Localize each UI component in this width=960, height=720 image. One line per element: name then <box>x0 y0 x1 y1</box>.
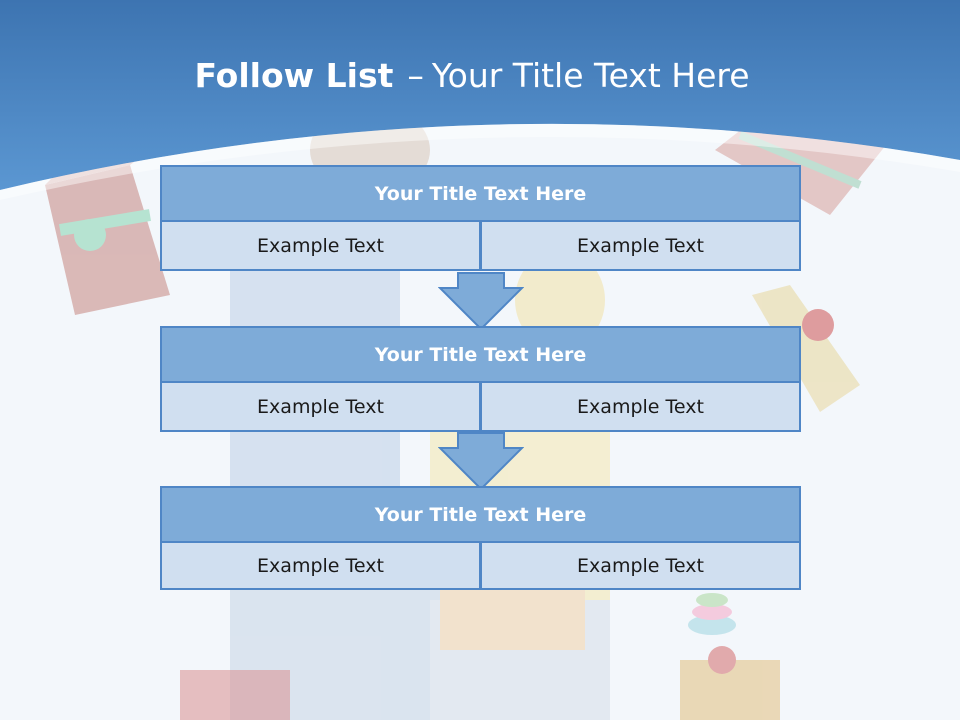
header-swoosh <box>0 123 960 200</box>
step-title[interactable]: Your Title Text Here <box>160 165 801 222</box>
slide-title: Follow List–Your Title Text Here <box>0 54 944 98</box>
slide-title-bold: Follow List <box>194 56 394 95</box>
step-cell-right[interactable]: Example Text <box>480 220 801 271</box>
step-cell-right[interactable]: Example Text <box>480 541 801 590</box>
gifts-bottom <box>180 593 780 720</box>
slide-title-separator: – <box>407 56 424 95</box>
down-arrow-icon <box>438 432 524 490</box>
slide-title-rest: Your Title Text Here <box>431 56 750 95</box>
step-cell-left[interactable]: Example Text <box>160 541 481 590</box>
down-arrow-icon <box>438 272 524 330</box>
step-cell-right[interactable]: Example Text <box>480 381 801 432</box>
step-cell-left[interactable]: Example Text <box>160 381 481 432</box>
step-cell-left[interactable]: Example Text <box>160 220 481 271</box>
step-title[interactable]: Your Title Text Here <box>160 486 801 543</box>
gift-box-right <box>752 285 860 412</box>
step-title[interactable]: Your Title Text Here <box>160 326 801 383</box>
header-band <box>0 0 960 190</box>
